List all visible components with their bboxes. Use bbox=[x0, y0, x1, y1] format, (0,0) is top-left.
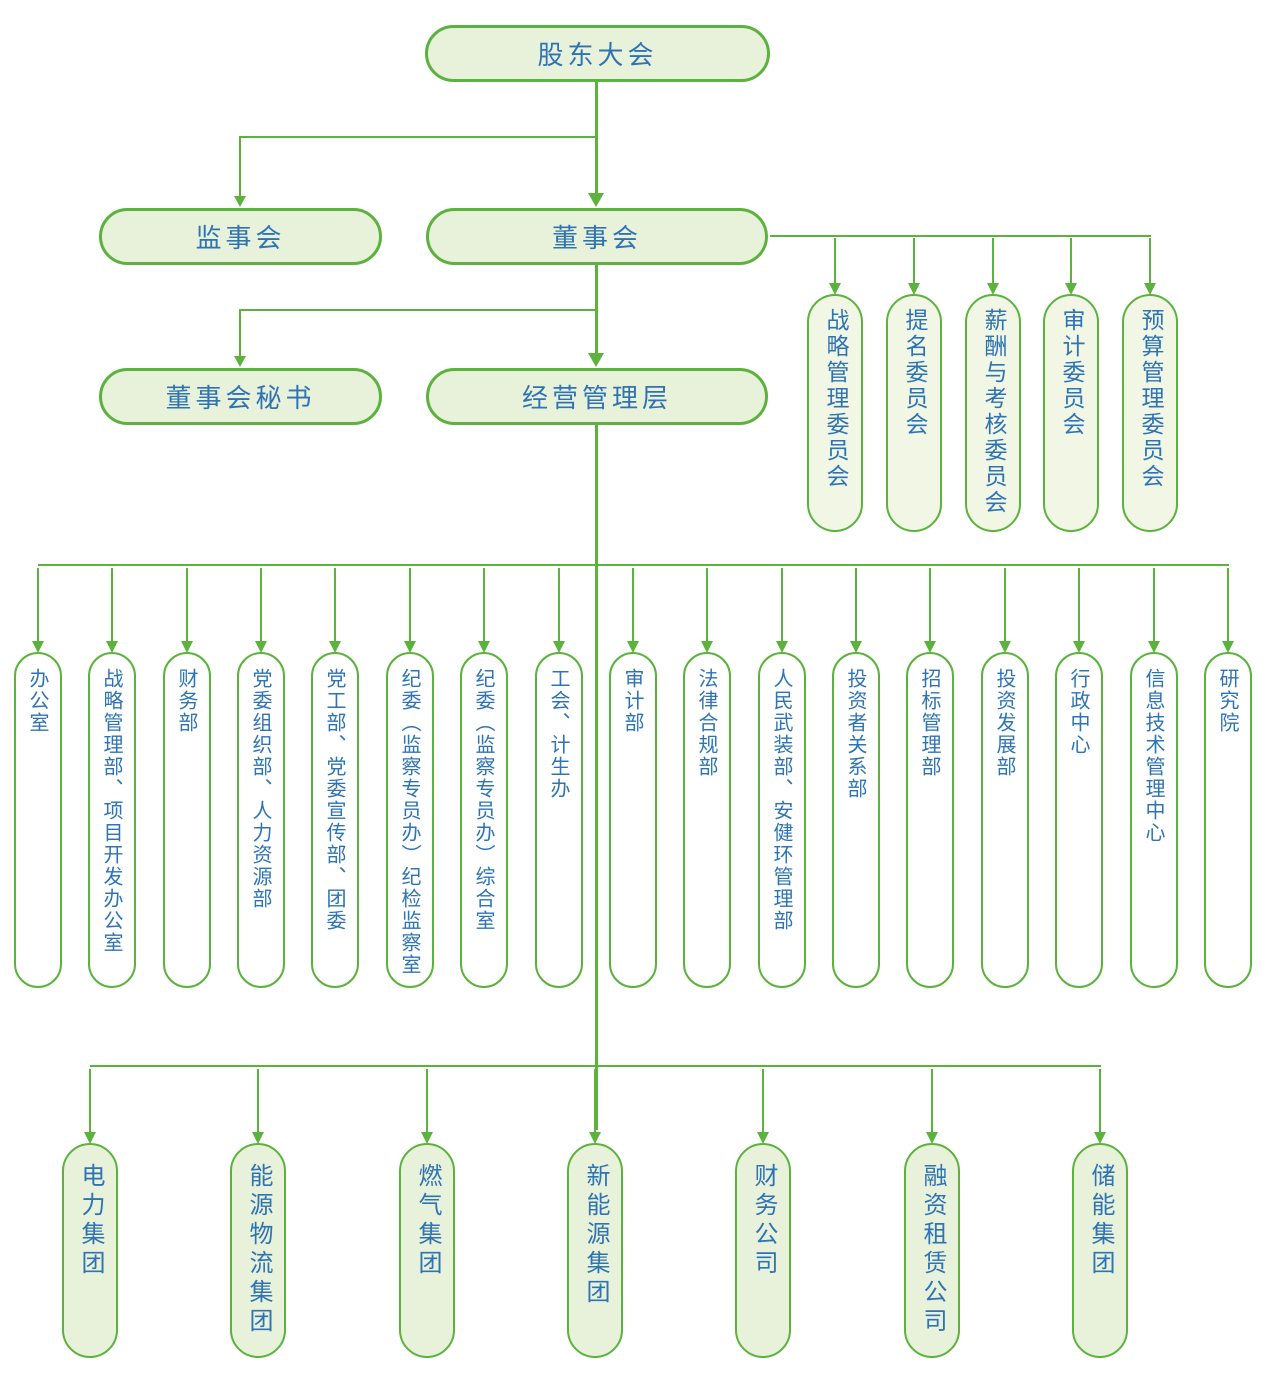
connector-departments-bus bbox=[38, 564, 1229, 566]
dept-discipline-general-office: 纪委（监察专员办）综合室 bbox=[460, 568, 508, 988]
arrowhead-management bbox=[588, 353, 604, 367]
dept-investor-relations: 投资者关系部 bbox=[832, 568, 880, 988]
dept-legal-compliance: 法律合规部 bbox=[683, 568, 731, 988]
group-energy-storage: 储能集团 bbox=[1072, 1069, 1128, 1358]
dept-administration-center: 行政中心 bbox=[1055, 568, 1103, 988]
arrowhead-secretary bbox=[234, 356, 246, 367]
arrowhead-board bbox=[588, 193, 604, 207]
committee-strategy-management: 战略管理委员会 bbox=[807, 238, 863, 532]
dept-militia-safety-env: 人民武装部、安健环管理部 bbox=[758, 568, 806, 988]
group-gas: 燃气集团 bbox=[399, 1069, 455, 1358]
dept-audit: 审计部 bbox=[609, 568, 657, 988]
connector-branch-supervisory-v bbox=[239, 136, 241, 197]
connector-branch-secretary-v bbox=[239, 309, 241, 357]
node-board-of-directors: 董事会 bbox=[426, 208, 768, 265]
connector-management-trunk bbox=[595, 425, 598, 1130]
dept-it-management-center: 信息技术管理中心 bbox=[1130, 568, 1178, 988]
dept-party-organization-hr: 党委组织部、人力资源部 bbox=[237, 568, 285, 988]
connector-committees-bus bbox=[770, 235, 1151, 237]
connector-subsidiaries-bus bbox=[90, 1065, 1101, 1067]
node-supervisory-board: 监事会 bbox=[99, 208, 382, 265]
dept-union-family-planning: 工会、计生办 bbox=[535, 568, 583, 988]
node-shareholders-meeting: 股东大会 bbox=[425, 25, 770, 82]
dept-general-office: 办公室 bbox=[14, 568, 62, 988]
dept-finance: 财务部 bbox=[163, 568, 211, 988]
group-finance-leasing-company: 融资租赁公司 bbox=[904, 1069, 960, 1358]
node-board-secretary: 董事会秘书 bbox=[99, 368, 382, 425]
committee-budget-management: 预算管理委员会 bbox=[1122, 238, 1178, 532]
committee-audit: 审计委员会 bbox=[1043, 238, 1099, 532]
arrowhead-supervisory bbox=[234, 196, 246, 207]
dept-investment-development: 投资发展部 bbox=[981, 568, 1029, 988]
group-new-energy: 新能源集团 bbox=[567, 1069, 623, 1358]
dept-strategy-project-dev: 战略管理部、项目开发办公室 bbox=[88, 568, 136, 988]
group-finance-company: 财务公司 bbox=[735, 1069, 791, 1358]
committee-nomination: 提名委员会 bbox=[886, 238, 942, 532]
node-management: 经营管理层 bbox=[426, 368, 768, 425]
connector-branch-secretary-h bbox=[239, 309, 597, 311]
dept-research-institute: 研究院 bbox=[1204, 568, 1252, 988]
group-electric-power: 电力集团 bbox=[62, 1069, 118, 1358]
connector-branch-supervisory-h bbox=[239, 136, 597, 138]
dept-discipline-inspection-office: 纪委（监察专员办）纪检监察室 bbox=[386, 568, 434, 988]
dept-party-work-publicity-youth: 党工部、党委宣传部、团委 bbox=[311, 568, 359, 988]
group-energy-logistics: 能源物流集团 bbox=[230, 1069, 286, 1358]
dept-bidding-management: 招标管理部 bbox=[906, 568, 954, 988]
committee-remuneration-appraisal: 薪酬与考核委员会 bbox=[965, 238, 1021, 532]
connector-shareholders-to-board bbox=[595, 82, 598, 194]
